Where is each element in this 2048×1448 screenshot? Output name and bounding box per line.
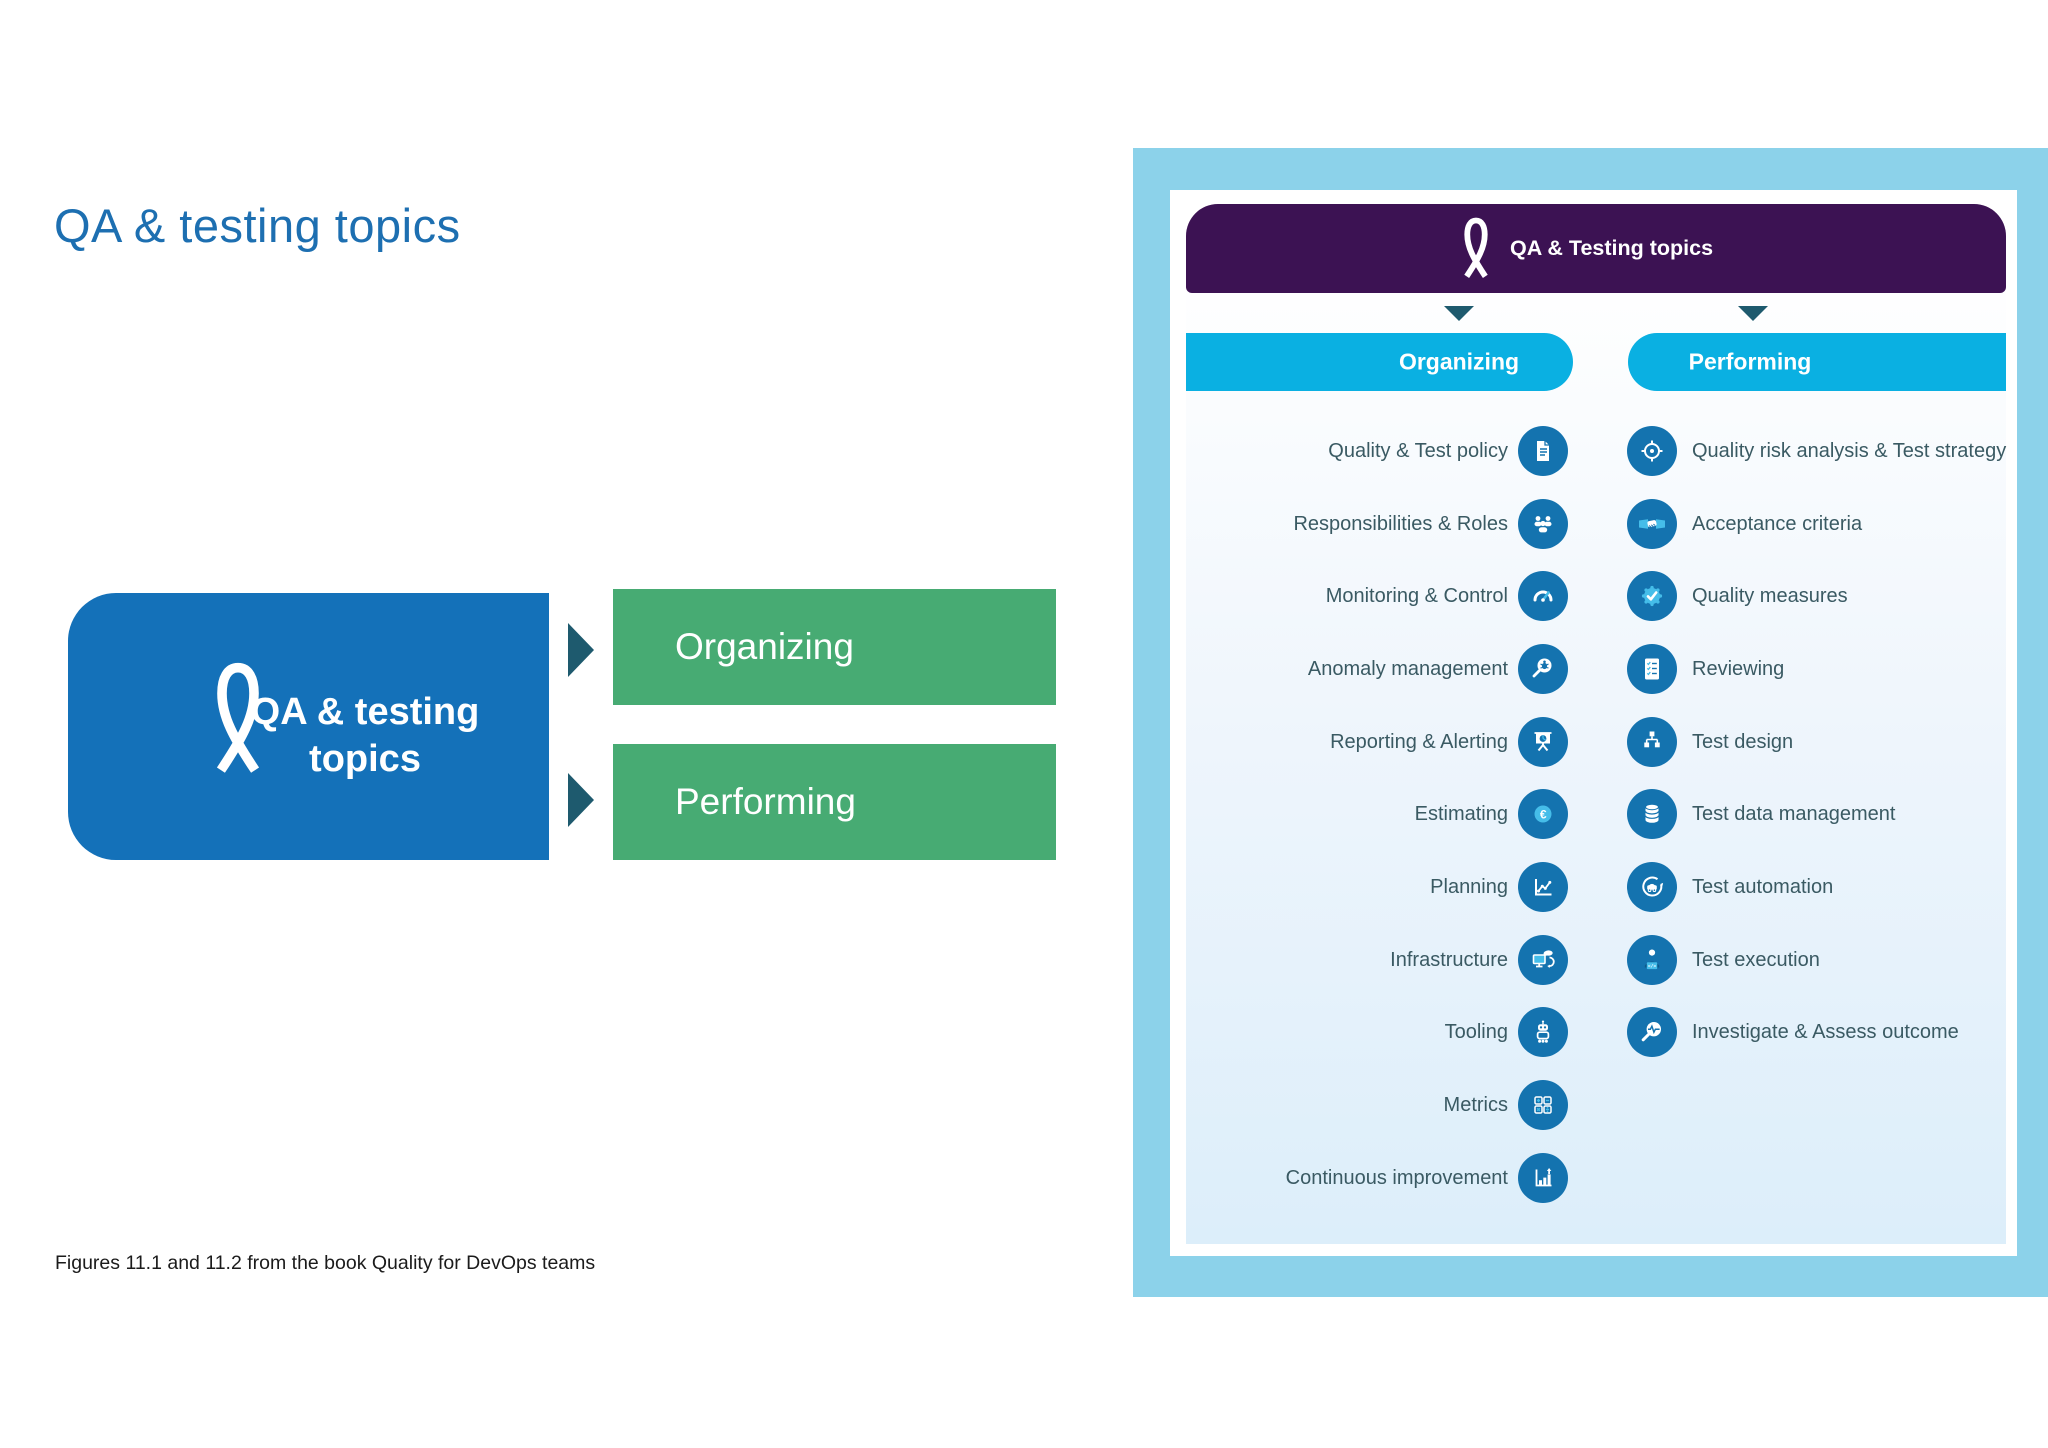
figure-header: QA & Testing topics	[1186, 204, 2006, 293]
topic-label: Test design	[1692, 730, 1794, 753]
topic-row: Quality risk analysis & Test strategy	[1627, 426, 2015, 476]
growth-chart-icon	[1518, 1153, 1568, 1203]
checklist-icon	[1627, 644, 1677, 694]
column-header-organizing: Organizing	[1186, 333, 1573, 391]
svg-text:</>: </>	[1648, 964, 1657, 970]
topic-label: Quality risk analysis & Test strategy	[1692, 439, 2007, 462]
topic-row: Anomaly management	[1186, 644, 1568, 694]
topic-label: Test execution	[1692, 948, 1820, 971]
topic-label: Reporting & Alerting	[1330, 730, 1508, 753]
topic-row: </> Test execution	[1627, 935, 2015, 985]
topic-row: Test data management	[1627, 789, 2015, 839]
quality-badge-icon	[1627, 571, 1677, 621]
car-automation-icon	[1627, 862, 1677, 912]
topic-row: Monitoring & Control	[1186, 571, 1568, 621]
bug-magnifier-icon	[1518, 644, 1568, 694]
topic-label: Test data management	[1692, 802, 1896, 825]
people-icon	[1518, 499, 1568, 549]
branch-label: Performing	[675, 781, 856, 822]
column-header-label: Organizing	[1398, 348, 1520, 375]
topic-row: Acceptance criteria	[1627, 499, 2015, 549]
topic-label: Metrics	[1443, 1093, 1508, 1116]
topic-label: Quality measures	[1692, 584, 1848, 607]
arrow-down-icon	[1444, 306, 1474, 321]
topic-label: Monitoring & Control	[1325, 584, 1508, 607]
handshake-icon	[1627, 499, 1677, 549]
root-box-label: QA & testing topics	[250, 691, 480, 780]
topic-label: Estimating	[1414, 802, 1508, 825]
topic-row: Investigate & Assess outcome	[1627, 1007, 2015, 1057]
topic-row: Tooling	[1186, 1007, 1568, 1057]
magnifier-pulse-icon	[1627, 1007, 1677, 1057]
topic-label: Test automation	[1692, 875, 1834, 898]
topic-label: Quality & Test policy	[1328, 439, 1508, 462]
euro-coin-icon: €	[1518, 789, 1568, 839]
topic-label: Anomaly management	[1307, 657, 1508, 680]
robot-icon	[1518, 1007, 1568, 1057]
monitor-sync-icon	[1518, 935, 1568, 985]
topic-row: Continuous improvement	[1186, 1153, 1568, 1203]
branch-performing-box: Performing	[613, 744, 1056, 860]
column-header-label: Performing	[1688, 348, 1812, 375]
topic-row: Metrics	[1186, 1080, 1568, 1130]
presentation-chart-icon	[1518, 717, 1568, 767]
topic-label: Investigate & Assess outcome	[1692, 1020, 1959, 1043]
topic-label: Responsibilities & Roles	[1293, 512, 1508, 535]
topic-label: Tooling	[1444, 1020, 1508, 1043]
column-header-performing: Performing	[1628, 333, 2006, 391]
topic-row: Planning	[1186, 862, 1568, 912]
svg-text:€: €	[1540, 807, 1547, 821]
ribbon-icon	[206, 655, 270, 790]
topic-label: Acceptance criteria	[1692, 512, 1863, 535]
arrow-down-icon	[1738, 306, 1768, 321]
arrow-right-icon	[568, 623, 594, 677]
page-title: QA & testing topics	[54, 199, 461, 252]
topic-label: Reviewing	[1692, 657, 1785, 680]
arrow-right-icon	[568, 773, 594, 827]
topic-label: Infrastructure	[1390, 948, 1508, 971]
topic-row: Reporting & Alerting	[1186, 717, 1568, 767]
topic-row: Estimating €	[1186, 789, 1568, 839]
target-icon	[1627, 426, 1677, 476]
ribbon-icon	[1456, 217, 1496, 286]
topic-label: Planning	[1430, 875, 1508, 898]
branch-label: Organizing	[675, 626, 854, 667]
gauge-icon	[1518, 571, 1568, 621]
flowchart-icon	[1627, 717, 1677, 767]
person-code-icon: </>	[1627, 935, 1677, 985]
topic-row: Test design	[1627, 717, 2015, 767]
trend-chart-icon	[1518, 862, 1568, 912]
document-icon	[1518, 426, 1568, 476]
topic-row: Infrastructure	[1186, 935, 1568, 985]
database-icon	[1627, 789, 1677, 839]
source-note: Figures 11.1 and 11.2 from the book Qual…	[55, 1252, 596, 1274]
topic-row: Quality measures	[1627, 571, 2015, 621]
topic-row: Reviewing	[1627, 644, 2015, 694]
topic-row: Quality & Test policy	[1186, 426, 1568, 476]
qa-testing-topics-box: QA & testing topics	[68, 593, 549, 860]
topic-row: Responsibilities & Roles	[1186, 499, 1568, 549]
figure-header-label: QA & Testing topics	[1510, 236, 1714, 260]
calculator-icon	[1518, 1080, 1568, 1130]
topic-row: Test automation	[1627, 862, 2015, 912]
topic-label: Continuous improvement	[1285, 1166, 1508, 1189]
branch-organizing-box: Organizing	[613, 589, 1056, 705]
